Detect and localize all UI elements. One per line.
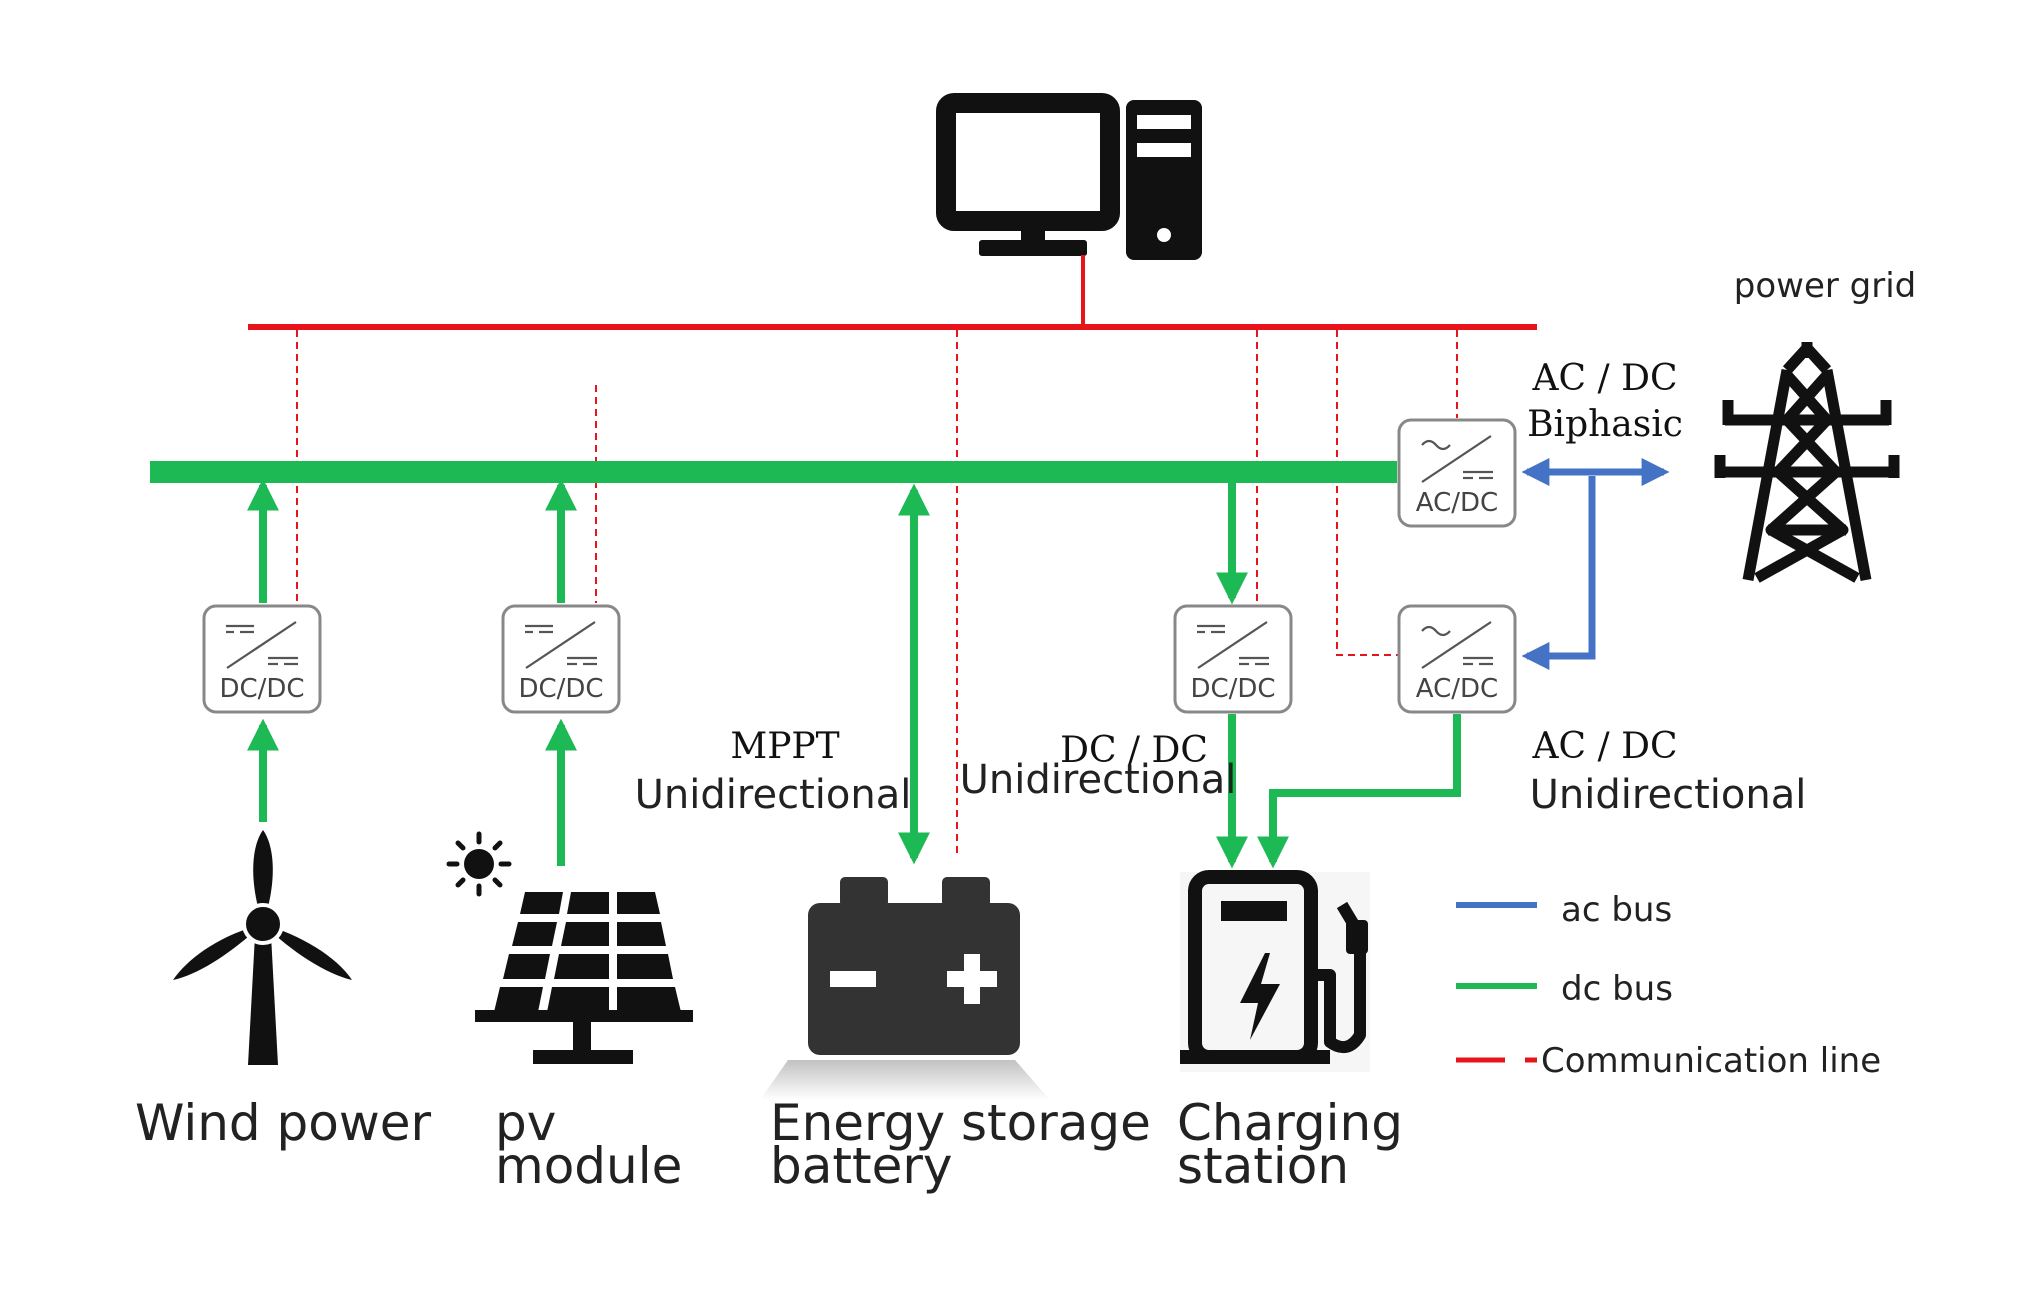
power-tower-icon	[1714, 342, 1900, 583]
solar-panel-icon	[475, 892, 693, 1064]
converter-label: DC/DC	[518, 674, 603, 704]
mppt-label-1: MPPT	[730, 726, 839, 767]
dcdc-label-2: Unidirectional	[960, 757, 1237, 803]
converter-dcdc-charging: DC/DC	[1173, 604, 1293, 714]
converter-label: DC/DC	[1190, 674, 1275, 704]
legend-dc-bus-label: dc bus	[1561, 969, 1673, 1009]
pv-module-label-2: module	[495, 1137, 682, 1195]
legend-comm-label: Communication line	[1541, 1041, 1881, 1081]
communication-network	[248, 255, 1537, 858]
converter-dcdc-wind: DC/DC	[202, 604, 322, 714]
battery-label-2: battery	[770, 1137, 953, 1195]
sun-icon	[446, 831, 512, 897]
ac-power-flows	[1521, 458, 1670, 670]
dcdc-label-1: DC / DC	[1060, 730, 1208, 771]
converter-dcdc-pv: DC/DC	[501, 604, 621, 714]
battery-icon	[760, 877, 1050, 1100]
dc-power-flows	[247, 478, 1461, 869]
ac-bus-to-lower-acdc	[1521, 476, 1596, 670]
acdc-biphasic-label-2: Biphasic	[1527, 404, 1683, 445]
mppt-label-2: Unidirectional	[635, 772, 912, 818]
acdc-uni-label-2: Unidirectional	[1530, 772, 1807, 818]
computer-icon	[936, 93, 1202, 260]
acdc-biphasic-label-1: AC / DC	[1532, 358, 1678, 399]
converter-label: AC/DC	[1416, 674, 1498, 704]
wind-turbine-icon	[173, 830, 352, 1065]
dc-bus-bar	[150, 461, 1397, 483]
charging-station-icon	[1180, 870, 1370, 1072]
charging-station-label-1: Charging	[1177, 1094, 1403, 1152]
converter-acdc-biphasic: AC/DC	[1397, 418, 1517, 528]
converter-label: AC/DC	[1416, 488, 1498, 518]
flow-acdc-to-charging	[1257, 714, 1461, 869]
legend: ac bus dc bus Communication line	[1456, 890, 1881, 1081]
wind-power-label: Wind power	[135, 1094, 432, 1152]
converter-acdc-unidirectional: AC/DC	[1397, 604, 1517, 714]
converter-label: DC/DC	[219, 674, 304, 704]
legend-ac-bus-label: ac bus	[1561, 890, 1672, 930]
charging-station-label-2: station	[1177, 1137, 1349, 1195]
comm-drop-acdc-lower	[1336, 330, 1398, 656]
power-grid-label: power grid	[1734, 266, 1916, 306]
pv-module-label-1: pv	[495, 1094, 556, 1152]
acdc-uni-label-1: AC / DC	[1532, 726, 1678, 767]
battery-label-1: Energy storage	[770, 1094, 1151, 1152]
